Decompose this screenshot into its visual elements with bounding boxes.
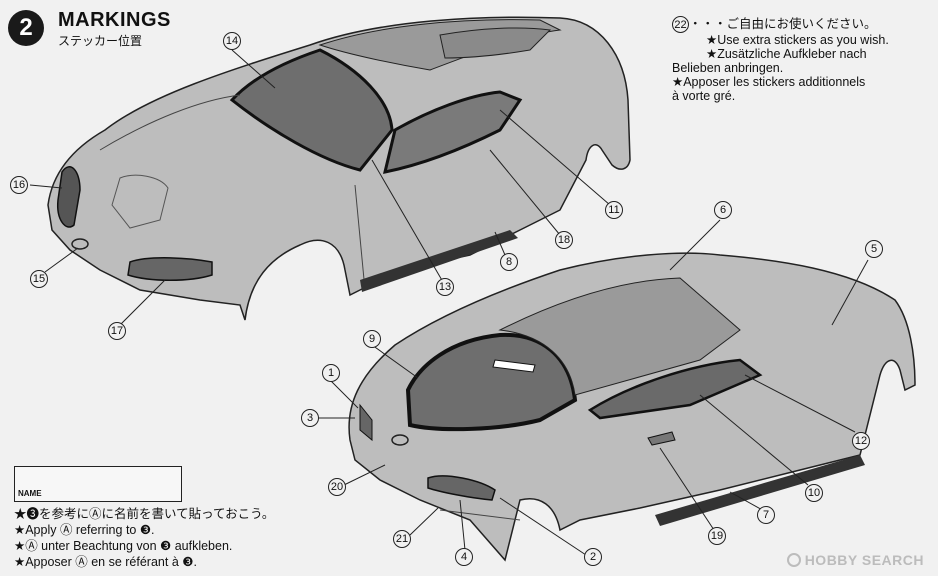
name-label: NAME [18,489,42,498]
watermark-logo-icon [786,553,801,567]
note-line-fr-2: à vorte gré. [672,89,736,103]
callout-19: 19 [708,527,726,545]
callout-3: 3 [301,409,319,427]
rear-car-body [348,252,916,562]
callout-6: 6 [714,201,732,219]
callout-13: 13 [436,278,454,296]
watermark: HOBBY SEARCH [786,552,924,568]
callout-12: 12 [852,432,870,450]
callout-16: 16 [10,176,28,194]
callout-9: 9 [363,330,381,348]
extra-stickers-note: 22・・・ご自由にお使いください。 ★Use extra stickers as… [672,16,930,103]
callout-14: 14 [223,32,241,50]
callout-7: 7 [757,506,775,524]
page-title: MARKINGS [58,9,171,31]
instruction-en: ★Apply Ⓐ referring to ❸. [14,523,155,537]
instruction-jp: ★❸を参考にⒶに名前を書いて貼っておこう。 [14,507,275,521]
callout-1: 1 [322,364,340,382]
name-sticker-box [14,466,182,502]
instruction-fr: ★Apposer Ⓐ en se référant à ❸. [14,555,197,569]
callout-18: 18 [555,231,573,249]
callout-8: 8 [500,253,518,271]
callout-2: 2 [584,548,602,566]
note-line-de-1: ★Zusätzliche Aufkleber nach [706,47,867,61]
callout-15: 15 [30,270,48,288]
callout-20: 20 [328,478,346,496]
note-line-en: ★Use extra stickers as you wish. [706,33,889,47]
callout-4: 4 [455,548,473,566]
callout-leader-lines [29,49,869,556]
callout-17: 17 [108,322,126,340]
callout-11: 11 [605,201,623,219]
page-subtitle: ステッカー位置 [58,34,143,48]
callout-5: 5 [865,240,883,258]
callout-22: 22 [672,16,689,33]
note-line-jp: 22・・・ご自由にお使いください。 [672,16,930,33]
step-number-badge: 2 [8,10,44,46]
instruction-de: ★Ⓐ unter Beachtung von ❸ aufkleben. [14,539,233,553]
name-sticker-instructions: ★❸を参考にⒶに名前を書いて貼っておこう。 ★Apply Ⓐ referring… [14,506,274,570]
front-car-body [47,16,631,321]
callout-21: 21 [393,530,411,548]
note-line-fr-1: ★Apposer les stickers additionnels [672,75,866,89]
callout-10: 10 [805,484,823,502]
note-line-de-2: Belieben anbringen. [672,61,784,75]
